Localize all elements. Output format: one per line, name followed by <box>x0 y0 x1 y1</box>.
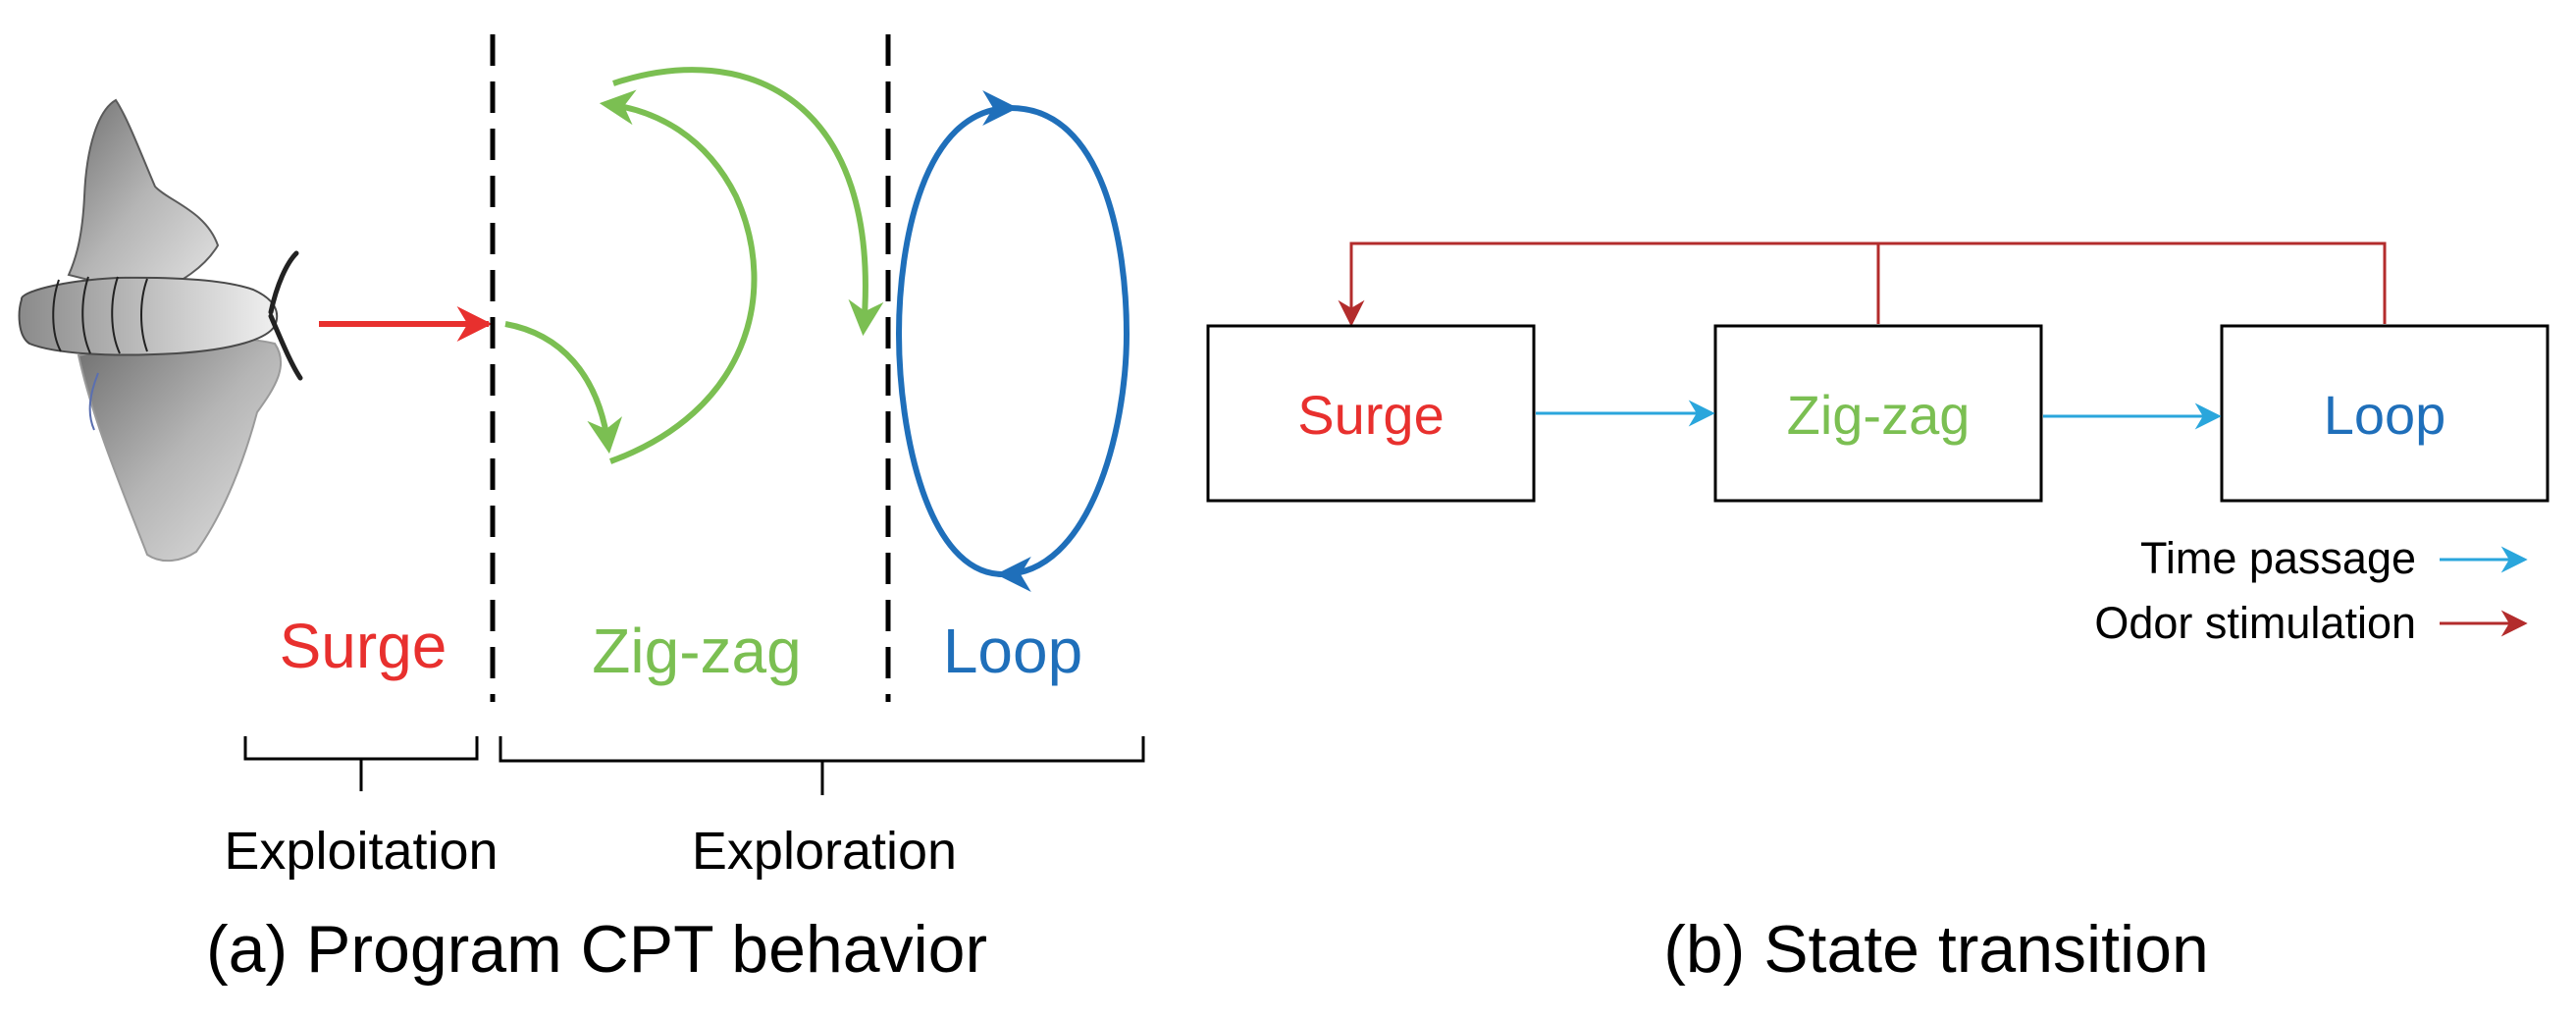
zigzag-state-label: Zig-zag <box>1787 384 1971 446</box>
zigzag-arrow-3 <box>612 67 884 337</box>
exploration-brace <box>499 736 1145 795</box>
legend-odor-label: Odor stimulation <box>2094 598 2416 648</box>
zigzag-label: Zig-zag <box>592 616 801 686</box>
loop-arrow-left <box>895 90 1019 577</box>
panel-b-caption: (b) State transition <box>1663 912 2209 987</box>
zigzag-arrow-1 <box>504 321 623 455</box>
panel-a-caption: (a) Program CPT behavior <box>206 912 987 987</box>
loop-state-label: Loop <box>2324 384 2446 446</box>
silkmoth-icon <box>18 98 303 563</box>
exploitation-brace <box>243 736 479 791</box>
panel-b: Surge Zig-zag Loop Time passage Odor sti… <box>1206 241 2550 987</box>
exploitation-label: Exploitation <box>224 822 498 881</box>
zigzag-state-box <box>1713 324 2043 503</box>
loop-state-box <box>2220 324 2550 503</box>
surge-state-box <box>1206 324 1536 503</box>
loop-label: Loop <box>943 616 1082 686</box>
odor-feedback-line <box>1338 241 2387 327</box>
zigzag-arrow-2 <box>599 89 758 464</box>
legend-time-label: Time passage <box>2140 533 2416 583</box>
surge-label: Surge <box>280 611 447 681</box>
exploration-label: Exploration <box>692 822 957 881</box>
panel-a: Surge Zig-zag Loop Exploitation Explorat… <box>18 34 1145 987</box>
surge-state-label: Surge <box>1297 384 1444 446</box>
loop-arrow-right <box>995 105 1130 592</box>
